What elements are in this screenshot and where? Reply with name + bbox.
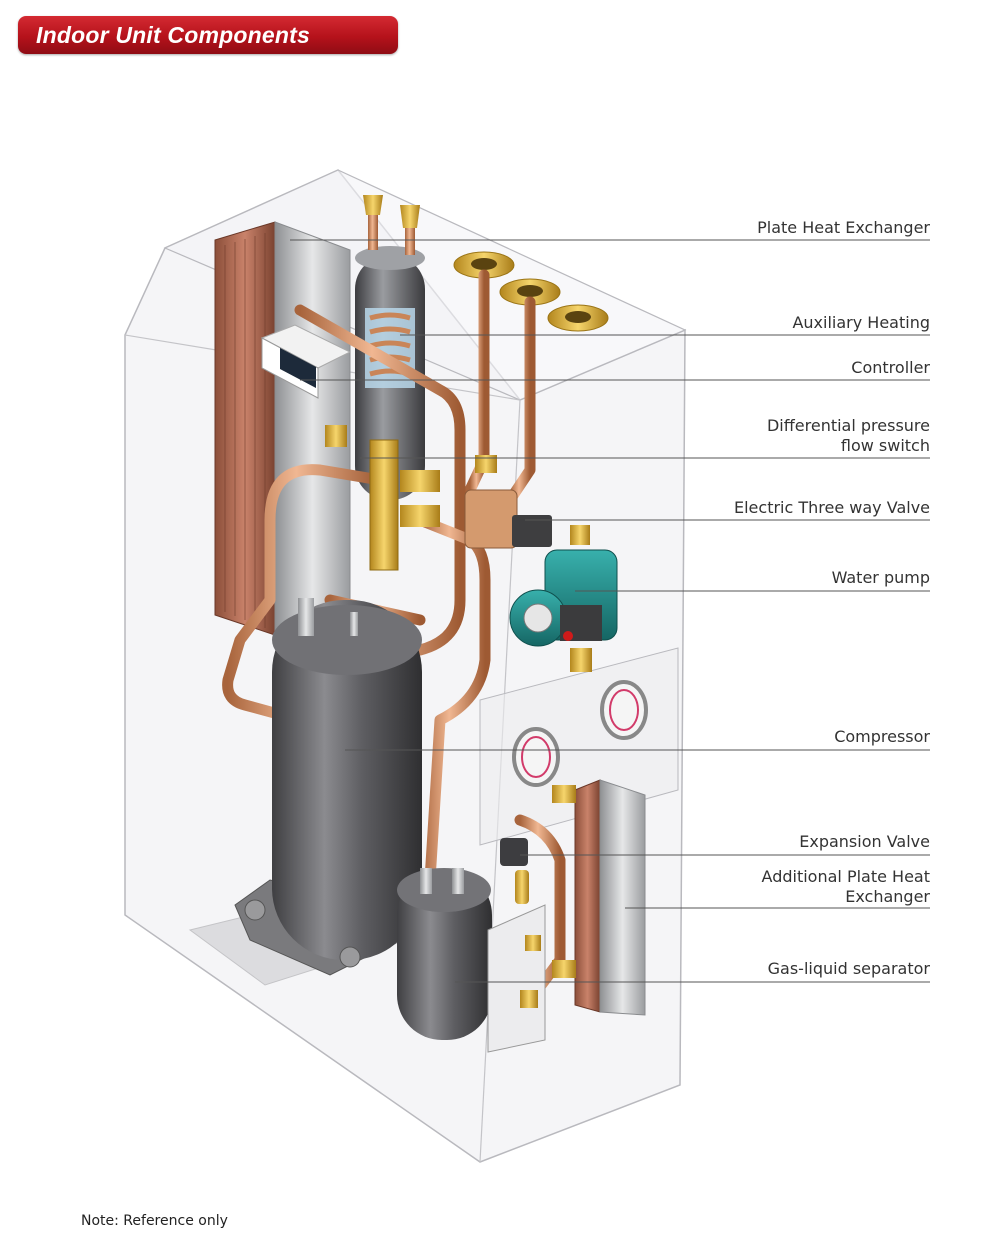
label-auxiliary-heating: Auxiliary Heating [792,313,930,332]
controller-display [260,324,352,399]
additional-plate-heat-exchanger [552,779,646,1016]
pressure-gauges [512,680,648,787]
expansion-valve [487,838,546,1053]
label-additional-phe-line2: Exchanger [845,887,930,906]
page-title: Indoor Unit Components [36,22,310,48]
label-flow-switch: flow switch [840,436,930,455]
footer-note: Note: Reference only [81,1213,228,1229]
brass-fittings [325,425,592,672]
gas-liquid-separator [397,868,492,1040]
three-way-valve [464,489,552,549]
top-fittings [363,195,420,255]
label-plate-heat-exchanger: Plate Heat Exchanger [757,218,930,237]
label-water-pump: Water pump [831,568,930,587]
label-compressor: Compressor [834,727,930,746]
leader-lines [290,239,930,983]
title-banner: Indoor Unit Components [18,16,398,54]
label-differential-pressure: Differential pressure [766,416,930,435]
label-three-way-valve: Electric Three way Valve [734,498,930,517]
label-controller: Controller [851,358,930,377]
compressor [234,598,422,976]
label-expansion-valve: Expansion Valve [799,832,930,851]
label-additional-phe-line1: Additional Plate Heat [761,867,930,886]
water-pump [509,549,618,647]
label-gas-liquid-separator: Gas-liquid separator [767,959,930,978]
